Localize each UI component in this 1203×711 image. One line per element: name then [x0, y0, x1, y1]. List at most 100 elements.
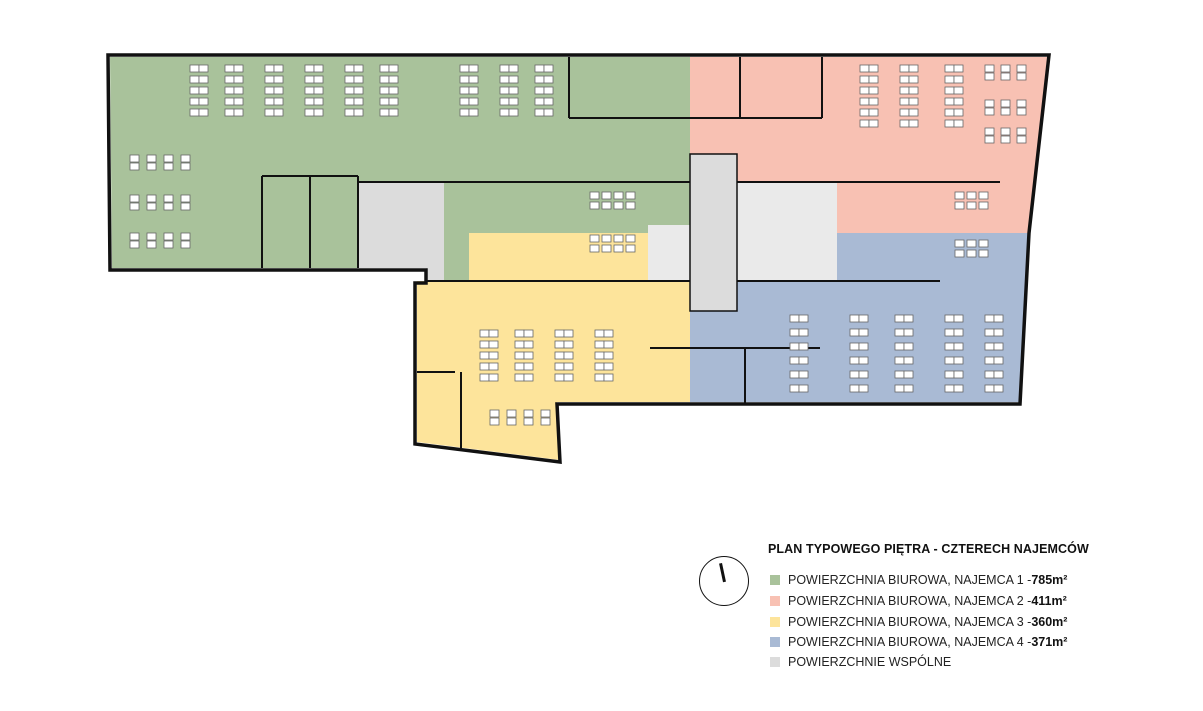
desk: [499, 86, 510, 95]
desk: [954, 201, 965, 210]
legend-swatch: [770, 637, 780, 647]
desk: [379, 64, 390, 73]
desk: [966, 191, 977, 200]
desk: [858, 314, 869, 323]
desk: [849, 384, 860, 393]
outer-wall: [106, 53, 1051, 464]
desk: [894, 370, 905, 379]
common-core-corridor: [690, 154, 737, 311]
desk: [304, 75, 315, 84]
desk: [499, 108, 510, 117]
desk: [899, 119, 910, 128]
desk: [180, 202, 191, 211]
desk: [459, 108, 470, 117]
desk: [273, 97, 284, 106]
core-outline: [689, 153, 738, 312]
desk: [849, 370, 860, 379]
desk: [859, 75, 870, 84]
desk: [313, 64, 324, 73]
desk: [459, 97, 470, 106]
legend-item-tenant-2: POWIERZCHNIA BIUROWA, NAJEMCA 2 - 411m²: [770, 594, 1067, 608]
desk: [953, 314, 964, 323]
desk: [993, 370, 1004, 379]
legend-swatch: [770, 596, 780, 606]
desk: [849, 328, 860, 337]
desk: [984, 384, 995, 393]
desk: [908, 119, 919, 128]
desk: [344, 75, 355, 84]
desk: [344, 86, 355, 95]
desk: [984, 99, 995, 108]
desk: [233, 97, 244, 106]
desk: [978, 249, 989, 258]
desk: [540, 417, 551, 426]
legend-area: 371m²: [1031, 635, 1068, 649]
desk: [353, 64, 364, 73]
desk: [903, 342, 914, 351]
desk: [163, 162, 174, 171]
desk: [554, 340, 565, 349]
desk: [984, 356, 995, 365]
desk: [944, 108, 955, 117]
desk: [1000, 127, 1011, 136]
desk: [984, 328, 995, 337]
desk: [868, 97, 879, 106]
desk: [514, 373, 525, 382]
desk: [523, 362, 534, 371]
desk: [489, 417, 500, 426]
desk: [554, 351, 565, 360]
desk: [563, 373, 574, 382]
desk: [479, 373, 490, 382]
legend-label: POWIERZCHNIA BIUROWA, NAJEMCA 1 -: [788, 573, 1032, 587]
desk: [508, 86, 519, 95]
desk: [1016, 127, 1027, 136]
desk: [894, 328, 905, 337]
desk: [899, 86, 910, 95]
desk: [313, 75, 324, 84]
desk: [859, 64, 870, 73]
desk: [978, 239, 989, 248]
desk: [894, 356, 905, 365]
desk: [903, 314, 914, 323]
desk: [601, 234, 612, 243]
desk: [953, 119, 964, 128]
desk: [468, 108, 479, 117]
desk: [798, 314, 809, 323]
desk: [1000, 107, 1011, 116]
legend-area: 411m²: [1031, 594, 1067, 608]
desk: [978, 201, 989, 210]
compass-north-icon: [699, 556, 749, 606]
desk: [543, 108, 554, 117]
desk: [859, 86, 870, 95]
desk: [899, 64, 910, 73]
desk: [163, 154, 174, 163]
desk: [514, 329, 525, 338]
desk: [594, 340, 605, 349]
north-needle-icon: [719, 563, 726, 583]
desk: [625, 201, 636, 210]
desk: [993, 384, 1004, 393]
desk: [953, 75, 964, 84]
desk: [189, 64, 200, 73]
desk: [603, 362, 614, 371]
desk: [594, 362, 605, 371]
desk: [984, 127, 995, 136]
desk: [554, 329, 565, 338]
desk: [859, 108, 870, 117]
desk: [789, 314, 800, 323]
desk: [594, 329, 605, 338]
desk: [984, 342, 995, 351]
desk: [899, 97, 910, 106]
desk: [953, 97, 964, 106]
desk: [163, 240, 174, 249]
desk: [858, 328, 869, 337]
desk: [146, 154, 157, 163]
desk: [273, 86, 284, 95]
desk: [233, 108, 244, 117]
desk: [523, 351, 534, 360]
desk: [189, 75, 200, 84]
legend-label: POWIERZCHNIA BIUROWA, NAJEMCA 2 -: [788, 594, 1032, 608]
desk: [488, 340, 499, 349]
desk: [489, 409, 500, 418]
desk: [849, 314, 860, 323]
